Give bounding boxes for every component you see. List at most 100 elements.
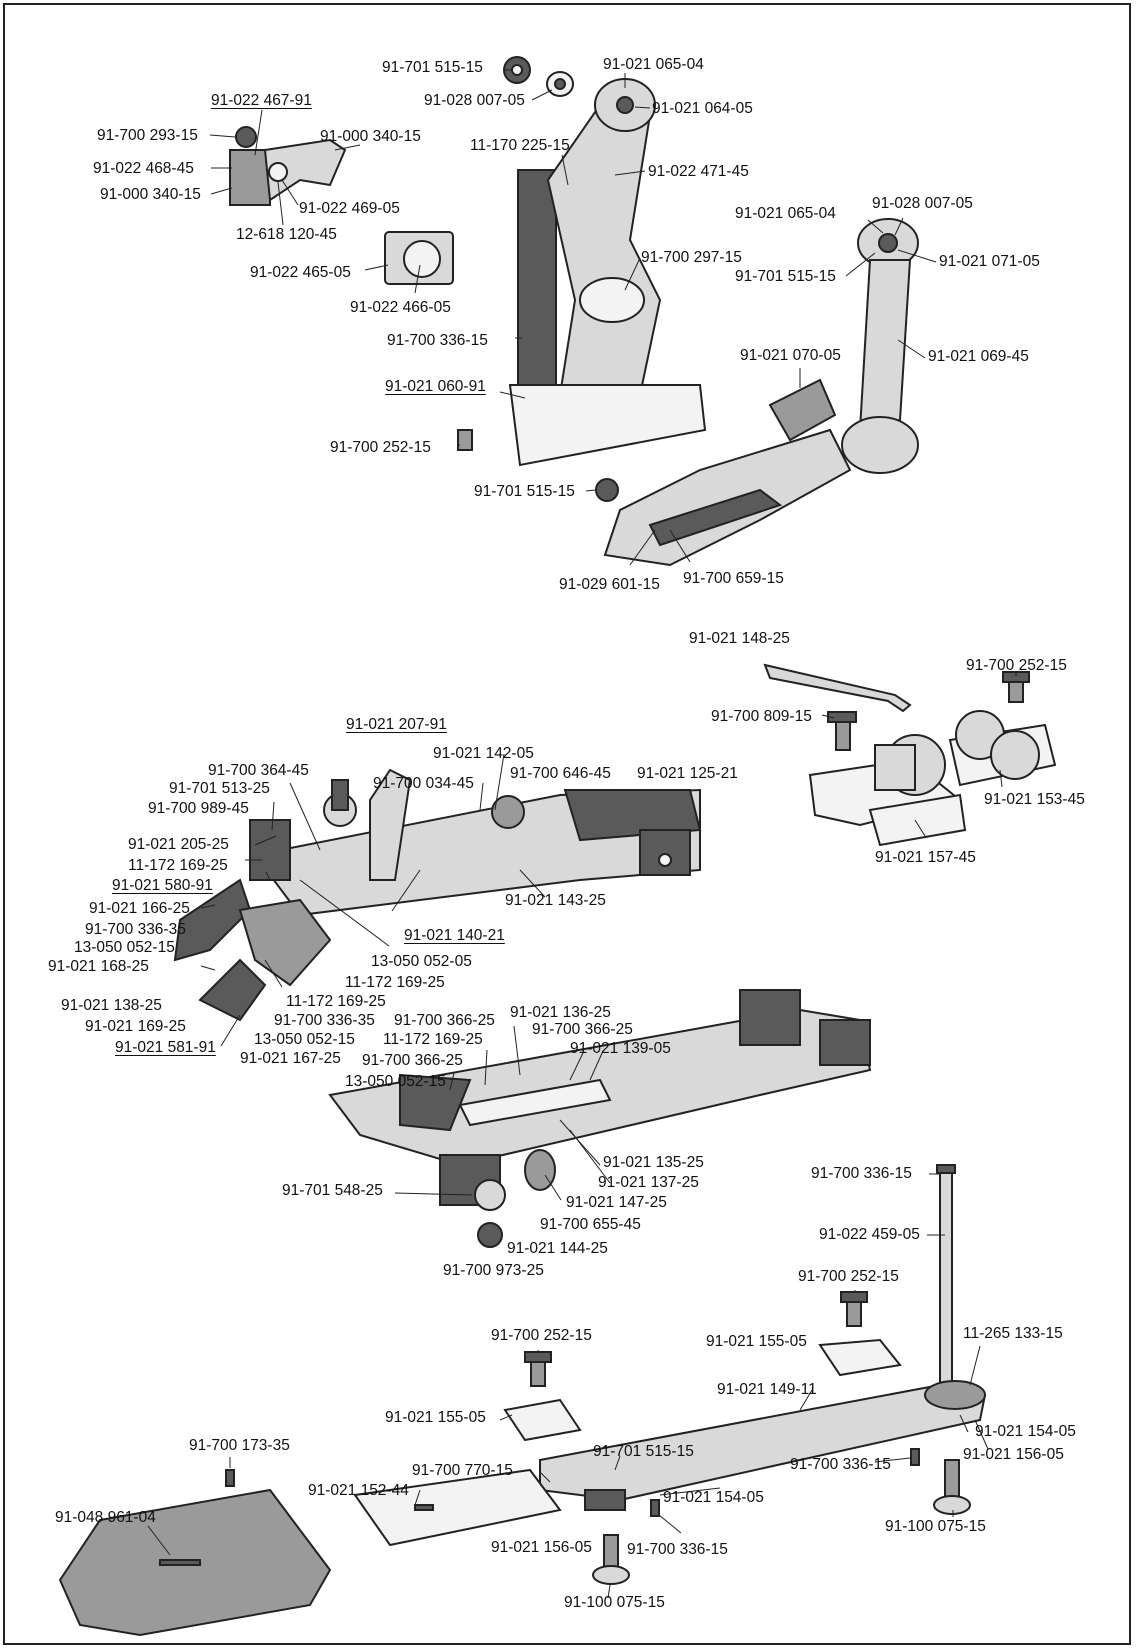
part-number-label: 91-021 155-05 <box>706 1333 807 1350</box>
part-number-label: 91-700 809-15 <box>711 708 812 725</box>
leader-lines <box>147 69 1017 1599</box>
part-number-label: 91-700 034-45 <box>373 775 474 792</box>
part-number-label: 13-050 052-05 <box>371 953 472 970</box>
part-number-label: 91-100 075-15 <box>564 1594 665 1611</box>
part-number-label: 13-050 052-15 <box>74 939 175 956</box>
part-number-label: 91-700 366-25 <box>394 1012 495 1029</box>
part-number-label: 91-021 147-25 <box>566 1194 667 1211</box>
part-number-label: 91-700 297-15 <box>641 249 742 266</box>
part-number-label: 91-021 135-25 <box>603 1154 704 1171</box>
part-number-label: 91-700 336-15 <box>627 1541 728 1558</box>
part-number-label: 91-021 064-05 <box>652 100 753 117</box>
part-number-label: 91-021 143-25 <box>505 892 606 909</box>
screw-252-right <box>840 1291 868 1327</box>
part-number-label: 91-700 659-15 <box>683 570 784 587</box>
part-number-label: 91-021 167-25 <box>240 1050 341 1067</box>
part-number-label: 91-022 459-05 <box>819 1226 920 1243</box>
part-number-label: 91-021 142-05 <box>433 745 534 762</box>
screw-075-right <box>933 1459 971 1515</box>
crank-arm <box>603 218 919 567</box>
part-number-label: 91-022 466-05 <box>350 299 451 316</box>
part-number-label: 91-021 148-25 <box>689 630 790 647</box>
part-number-label: 91-701 515-15 <box>735 268 836 285</box>
hex-key <box>763 663 912 713</box>
part-number-label: 91-000 340-15 <box>320 128 421 145</box>
part-number-label: 91-021 154-05 <box>975 1423 1076 1440</box>
part-number-label: 91-021 071-05 <box>939 253 1040 270</box>
needle-plate-insert <box>353 1468 562 1547</box>
part-number-label: 91-700 252-15 <box>330 439 431 456</box>
part-number-label: 91-021 169-25 <box>85 1018 186 1035</box>
part-number-label: 91-021 069-45 <box>928 348 1029 365</box>
part-number-label: 91-022 465-05 <box>250 264 351 281</box>
part-number-label: 91-700 252-15 <box>491 1327 592 1344</box>
main-column <box>457 78 707 502</box>
part-number-label: 91-021 137-25 <box>598 1174 699 1191</box>
part-number-label: 11-172 169-25 <box>128 857 228 874</box>
part-number-label: 91-700 336-15 <box>811 1165 912 1182</box>
vertical-rod <box>936 1164 956 1391</box>
slide-155-left <box>503 1398 582 1442</box>
part-number-label: 91-000 340-15 <box>100 186 201 203</box>
part-number-label: 91-100 075-15 <box>885 1518 986 1535</box>
part-number-label: 91-028 007-05 <box>424 92 525 109</box>
small-screw-173 <box>225 1469 235 1487</box>
part-number-label: 91-021 156-05 <box>963 1446 1064 1463</box>
part-number-label: 91-700 655-45 <box>540 1216 641 1233</box>
part-number-label: 91-021 157-45 <box>875 849 976 866</box>
part-number-label: 13-050 052-15 <box>254 1031 355 1048</box>
part-number-label: 91-021 156-05 <box>491 1539 592 1556</box>
screw-right-top <box>1002 671 1030 703</box>
part-number-label: 91-021 155-05 <box>385 1409 486 1426</box>
part-number-label: 91-021 153-45 <box>984 791 1085 808</box>
part-number-label: 91-022 471-45 <box>648 163 749 180</box>
part-number-label: 91-701 515-15 <box>474 483 575 500</box>
washer-top <box>546 71 574 97</box>
small-screw-336-a <box>910 1448 920 1466</box>
part-number-label: 91-022 468-45 <box>93 160 194 177</box>
part-number-label: 91-701 548-25 <box>282 1182 383 1199</box>
part-number-label: 91-700 173-35 <box>189 1437 290 1454</box>
assembly-number-label: 91-022 467-91 <box>211 92 312 109</box>
part-number-label: 11-265 133-15 <box>963 1325 1063 1342</box>
guide-bracket <box>229 126 347 206</box>
part-number-label: 91-700 336-35 <box>274 1012 375 1029</box>
part-number-label: 91-700 646-45 <box>510 765 611 782</box>
part-number-label: 91-029 601-15 <box>559 576 660 593</box>
bed-plate <box>58 1488 332 1637</box>
part-number-label: 91-021 125-21 <box>637 765 738 782</box>
part-number-label: 91-700 336-15 <box>790 1456 891 1473</box>
part-number-label: 11-172 169-25 <box>345 974 445 991</box>
part-number-label: 91-700 364-45 <box>208 762 309 779</box>
block-part <box>384 231 454 285</box>
part-number-label: 91-021 168-25 <box>48 958 149 975</box>
assembly-number-label: 91-021 581-91 <box>115 1039 216 1056</box>
part-number-label: 91-021 149-11 <box>717 1381 817 1398</box>
part-number-label: 91-021 205-25 <box>128 836 229 853</box>
part-number-label: 12-618 120-45 <box>236 226 337 243</box>
part-number-label: 91-022 469-05 <box>299 200 400 217</box>
screw-075-left <box>592 1534 630 1585</box>
part-number-label: 91-021 065-04 <box>735 205 836 222</box>
part-number-label: 91-021 152-44 <box>308 1482 409 1499</box>
part-number-label: 11-172 169-25 <box>286 993 386 1010</box>
part-number-label: 91-700 336-35 <box>85 921 186 938</box>
part-number-label: 91-028 007-05 <box>872 195 973 212</box>
small-screw-336-b <box>650 1499 660 1517</box>
part-number-label: 91-021 065-04 <box>603 56 704 73</box>
part-number-label: 91-021 166-25 <box>89 900 190 917</box>
part-number-label: 91-701 513-25 <box>169 780 270 797</box>
page-border <box>3 3 1131 1645</box>
part-number-label: 91-021 154-05 <box>663 1489 764 1506</box>
part-number-label: 91-700 252-15 <box>798 1268 899 1285</box>
pin-block-157 <box>808 734 967 847</box>
part-number-label: 11-172 169-25 <box>383 1031 483 1048</box>
screw-252-left <box>524 1351 552 1387</box>
part-number-label: 91-021 139-05 <box>570 1040 671 1057</box>
part-number-label: 11-170 225-15 <box>470 137 570 154</box>
part-number-label: 91-700 366-25 <box>362 1052 463 1069</box>
part-number-label: 91-700 252-15 <box>966 657 1067 674</box>
part-number-label: 91-701 515-15 <box>593 1443 694 1460</box>
part-number-label: 91-021 136-25 <box>510 1004 611 1021</box>
presser-foot-upper <box>173 768 702 1022</box>
